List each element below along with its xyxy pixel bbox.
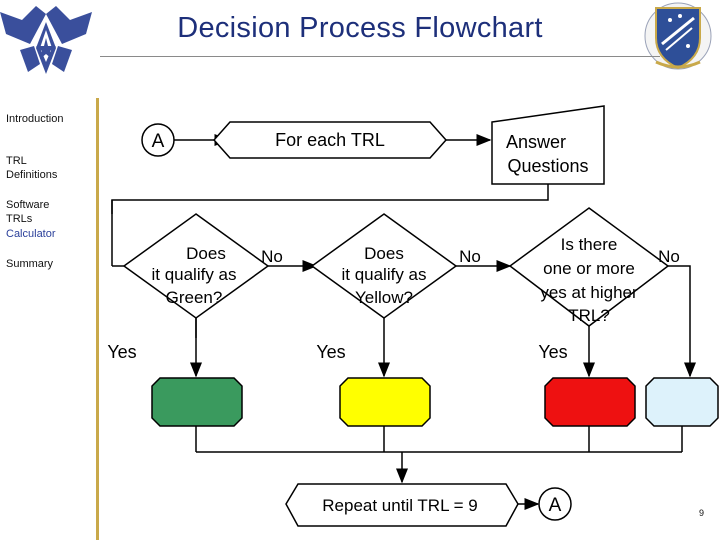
yes-label: Yes (316, 342, 345, 362)
sidebar-item-summary[interactable]: Summary (6, 257, 53, 271)
command-shield-emblem (644, 2, 712, 70)
decision-text: Does (364, 244, 404, 263)
sidebar-item-trl-definitions[interactable]: TRL Definitions (6, 140, 57, 182)
end-connector: A (538, 487, 572, 521)
decision-text: Does (186, 244, 226, 263)
sidebar-item-introduction[interactable]: Introduction (6, 112, 63, 126)
sidebar-nav: Introduction TRL Definitions Software TR… (0, 98, 99, 540)
sidebar-item-label: Introduction (6, 113, 64, 125)
decision-text: Is there (561, 235, 618, 254)
end-connector-label: A (549, 495, 562, 516)
sidebar-item-label: Summary (6, 258, 54, 270)
yellow-outcome-box (339, 377, 431, 427)
red-outcome-box (544, 377, 636, 427)
decision-text: Yellow? (355, 288, 413, 307)
decision-text: it qualify as (341, 265, 426, 284)
connector-line (111, 184, 549, 216)
answer-label-line: Answer (506, 132, 566, 152)
light-blue-outcome-box (645, 377, 719, 427)
page-title: Decision Process Flowchart (177, 12, 543, 44)
sidebar-item-label: TRL Definitions (6, 155, 58, 181)
decision-green: Does it qualify as Green? (122, 213, 270, 319)
yes-label: Yes (538, 342, 567, 362)
sidebar-item-software-trls[interactable]: Software TRLs (6, 184, 49, 226)
decision-text: Green? (166, 288, 223, 307)
repeat-label: Repeat until TRL = 9 (322, 496, 477, 515)
sidebar-item-calculator[interactable]: Calculator (6, 227, 56, 241)
repeat-box: Repeat until TRL = 9 (285, 483, 519, 527)
air-force-wings-logo (0, 6, 92, 74)
loop-label: For each TRL (275, 130, 385, 150)
decision-higher-trl: Is there one or more yes at higher TRL? (508, 207, 670, 327)
no-arrow (668, 265, 696, 378)
no-label: No (261, 247, 283, 266)
page-number: 9 (698, 508, 704, 518)
sidebar-item-label: Software TRLs (6, 199, 50, 225)
no-label: No (658, 247, 680, 266)
start-connector: A (141, 123, 175, 157)
sidebar-item-label: Calculator (6, 228, 56, 240)
decision-text: one or more (543, 259, 635, 278)
no-label: No (459, 247, 481, 266)
yes-label: Yes (107, 342, 136, 362)
decision-text: it qualify as (151, 265, 236, 284)
title-divider (100, 56, 660, 57)
answer-questions-box: Answer Questions (491, 105, 605, 185)
answer-label-line: Questions (507, 156, 588, 176)
green-outcome-box (151, 377, 243, 427)
loop-box: For each TRL (212, 121, 448, 159)
decision-text: TRL? (568, 306, 610, 325)
decision-yellow: Does it qualify as Yellow? (310, 213, 458, 319)
decision-text: yes at higher (540, 283, 638, 302)
start-connector-label: A (152, 131, 165, 152)
